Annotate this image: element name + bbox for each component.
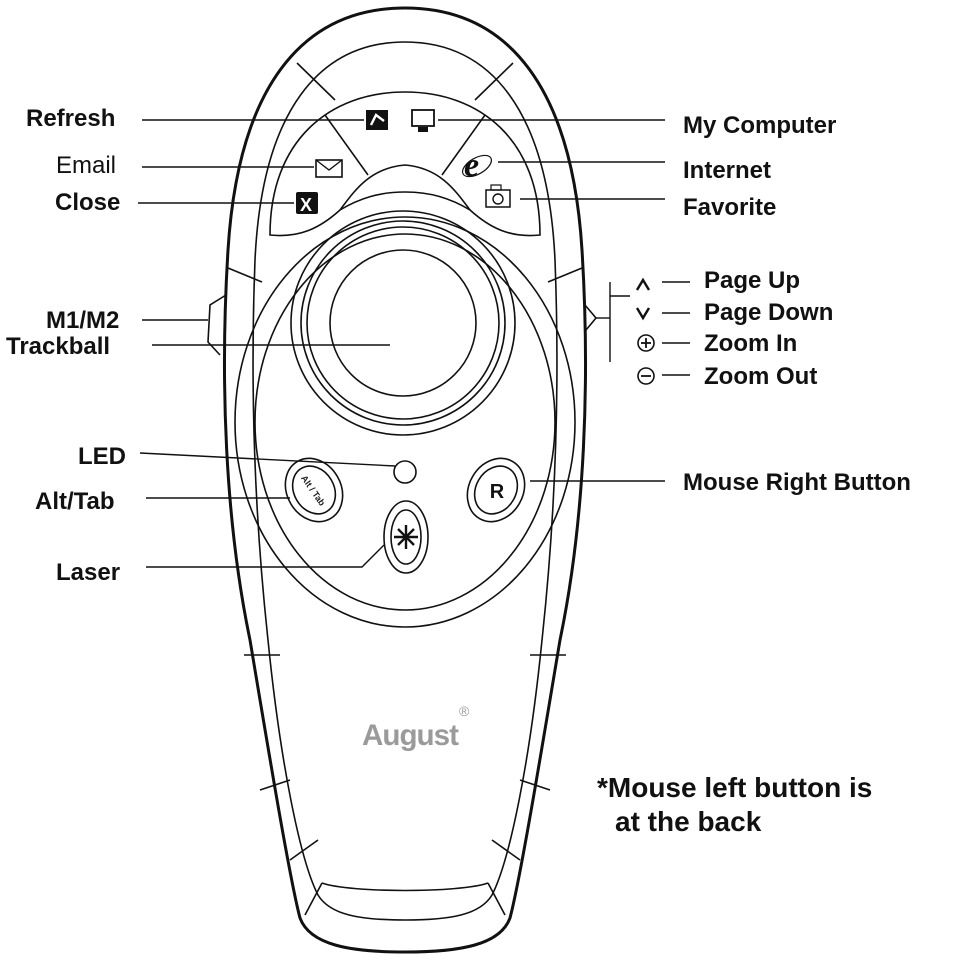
label-page-down: Page Down	[704, 299, 833, 326]
led-indicator	[393, 460, 417, 484]
label-email: Email	[56, 152, 116, 179]
label-mouse-right-button: Mouse Right Button	[683, 469, 911, 496]
svg-text:e: e	[464, 147, 479, 184]
brand-mark: ®	[459, 703, 470, 719]
zoom-in-icon	[637, 334, 655, 352]
label-my-computer: My Computer	[683, 112, 836, 139]
label-zoom-in: Zoom In	[704, 330, 797, 357]
favorite-icon[interactable]	[485, 184, 511, 208]
right-button[interactable]: R	[456, 448, 536, 532]
brand-logo: August ®	[362, 703, 470, 752]
my-computer-icon[interactable]	[411, 109, 435, 132]
zoom-out-icon	[637, 367, 655, 385]
page-up-icon	[635, 277, 651, 291]
right-button-text: R	[490, 481, 505, 503]
label-alttab: Alt/Tab	[35, 488, 115, 515]
label-led: LED	[78, 443, 126, 470]
label-close: Close	[55, 189, 120, 216]
brand-text: August	[362, 719, 459, 752]
laser-icon	[394, 525, 418, 549]
alttab-button-text: Alt / Tab	[299, 473, 327, 508]
label-page-up: Page Up	[704, 267, 800, 294]
leader-lines-right	[438, 119, 690, 482]
label-laser: Laser	[56, 559, 120, 586]
label-refresh: Refresh	[26, 105, 115, 132]
label-m1m2: M1/M2	[46, 307, 119, 334]
close-button-text: X	[300, 195, 312, 215]
email-icon[interactable]	[315, 159, 343, 178]
note-line-1: *Mouse left button is	[597, 772, 872, 803]
laser-button[interactable]	[383, 500, 429, 574]
note-line-2: at the back	[615, 806, 762, 837]
trackball[interactable]	[290, 210, 516, 436]
label-trackball: Trackball	[6, 333, 110, 360]
internet-icon[interactable]: e	[459, 147, 495, 184]
label-zoom-out: Zoom Out	[704, 363, 817, 390]
refresh-icon[interactable]	[366, 110, 388, 130]
label-internet: Internet	[683, 157, 771, 184]
remote-body	[207, 6, 598, 954]
close-icon[interactable]: X	[296, 192, 318, 215]
page-down-icon	[635, 307, 651, 321]
label-favorite: Favorite	[683, 194, 776, 221]
leader-lines-left	[138, 119, 396, 568]
